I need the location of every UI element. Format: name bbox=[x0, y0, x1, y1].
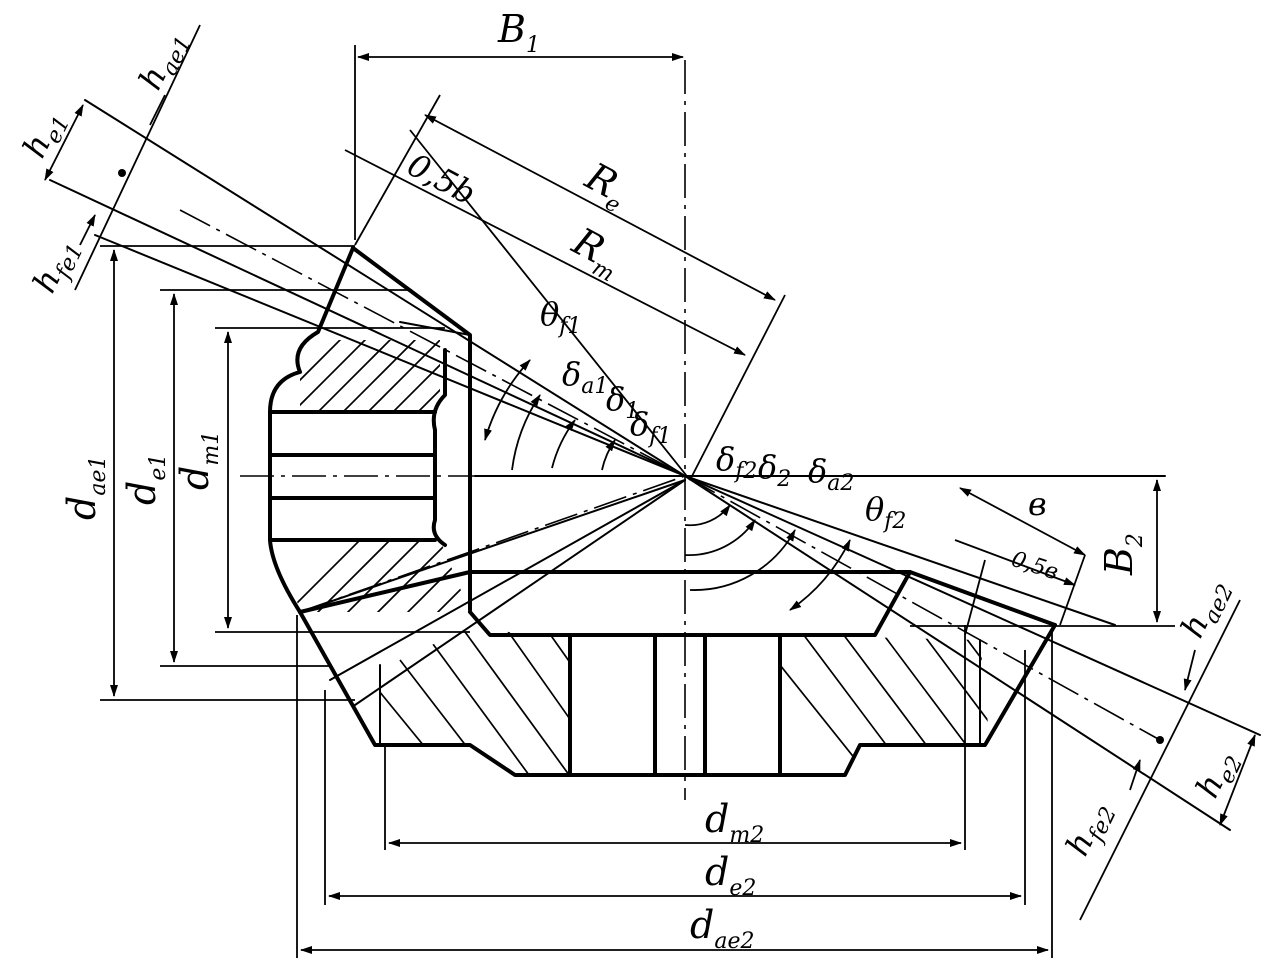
svg-text:he1: he1 bbox=[15, 104, 75, 166]
svg-text:dm1: dm1 bbox=[173, 431, 224, 490]
dim-Re-Rm bbox=[344, 94, 786, 481]
svg-text:δa2: δa2 bbox=[808, 452, 854, 496]
svg-text:he2: he2 bbox=[1188, 744, 1248, 806]
dim-b-width bbox=[954, 487, 1086, 636]
label-he1: he1 bbox=[15, 104, 75, 166]
pinion-hatch bbox=[300, 340, 440, 410]
label-de1: de1 bbox=[120, 454, 171, 505]
label-dm1: dm1 bbox=[173, 431, 224, 490]
label-Re: Re bbox=[575, 154, 637, 219]
label-he2: he2 bbox=[1188, 744, 1248, 806]
svg-text:hae1: hae1 bbox=[131, 24, 197, 98]
svg-text:θf2: θf2 bbox=[865, 490, 906, 534]
dim-gear-diameters bbox=[296, 615, 1053, 958]
svg-text:hae2: hae2 bbox=[1173, 572, 1239, 646]
svg-text:B1: B1 bbox=[497, 7, 540, 58]
label-hae1: hae1 bbox=[131, 24, 197, 98]
label-delta-f2: δf2 bbox=[716, 440, 757, 484]
label-theta-f2: θf2 bbox=[865, 490, 906, 534]
label-delta-a1: δa1 bbox=[562, 355, 608, 399]
svg-text:Re: Re bbox=[575, 154, 637, 219]
label-dae2: dae2 bbox=[690, 903, 754, 954]
label-dae1: dae1 bbox=[60, 456, 111, 520]
label-b: в bbox=[1028, 485, 1047, 523]
svg-text:в: в bbox=[1028, 485, 1047, 523]
label-dm2: dm2 bbox=[705, 797, 764, 848]
svg-text:δ2: δ2 bbox=[758, 448, 791, 492]
angle-arcs bbox=[484, 359, 851, 611]
label-de2: de2 bbox=[705, 850, 756, 901]
svg-text:hfe1: hfe1 bbox=[25, 232, 89, 301]
svg-text:θf1: θf1 bbox=[540, 295, 581, 339]
dim-B1 bbox=[354, 45, 684, 240]
label-delta-1: δ1 bbox=[606, 380, 639, 424]
label-Rm: Rm bbox=[562, 219, 631, 288]
svg-text:dae2: dae2 bbox=[690, 903, 754, 954]
label-half-b-bottom: 0,5в bbox=[1008, 547, 1061, 586]
svg-text:δ1: δ1 bbox=[606, 380, 639, 424]
svg-text:dae1: dae1 bbox=[60, 456, 111, 520]
dim-pinion-diameters bbox=[100, 245, 470, 701]
svg-text:B2: B2 bbox=[1097, 533, 1148, 576]
label-delta-f1: δf1 bbox=[630, 405, 671, 449]
label-hae2: hae2 bbox=[1173, 572, 1239, 646]
gear-body bbox=[298, 479, 1057, 777]
label-half-b-top: 0,5b bbox=[401, 146, 482, 213]
dim-tooth-heights bbox=[44, 24, 1256, 921]
svg-text:δf2: δf2 bbox=[716, 440, 757, 484]
svg-text:dm2: dm2 bbox=[705, 797, 764, 848]
label-delta-2: δ2 bbox=[758, 448, 791, 492]
gear-hatch-right bbox=[780, 635, 990, 775]
label-theta-f1: θf1 bbox=[540, 295, 581, 339]
dim-B2 bbox=[910, 479, 1175, 627]
label-B2: B2 bbox=[1097, 533, 1148, 576]
label-B1: B1 bbox=[497, 7, 540, 58]
svg-text:de2: de2 bbox=[705, 850, 756, 901]
pinion-body bbox=[268, 246, 472, 614]
svg-text:0,5b: 0,5b bbox=[401, 146, 482, 213]
dim-points bbox=[118, 169, 1164, 744]
svg-text:Rm: Rm bbox=[562, 219, 631, 288]
svg-text:δf1: δf1 bbox=[630, 405, 671, 449]
svg-text:δa1: δa1 bbox=[562, 355, 608, 399]
svg-text:0,5в: 0,5в bbox=[1008, 547, 1061, 586]
label-delta-a2: δa2 bbox=[808, 452, 854, 496]
label-hfe1: hfe1 bbox=[25, 232, 89, 301]
svg-text:de1: de1 bbox=[120, 454, 171, 505]
